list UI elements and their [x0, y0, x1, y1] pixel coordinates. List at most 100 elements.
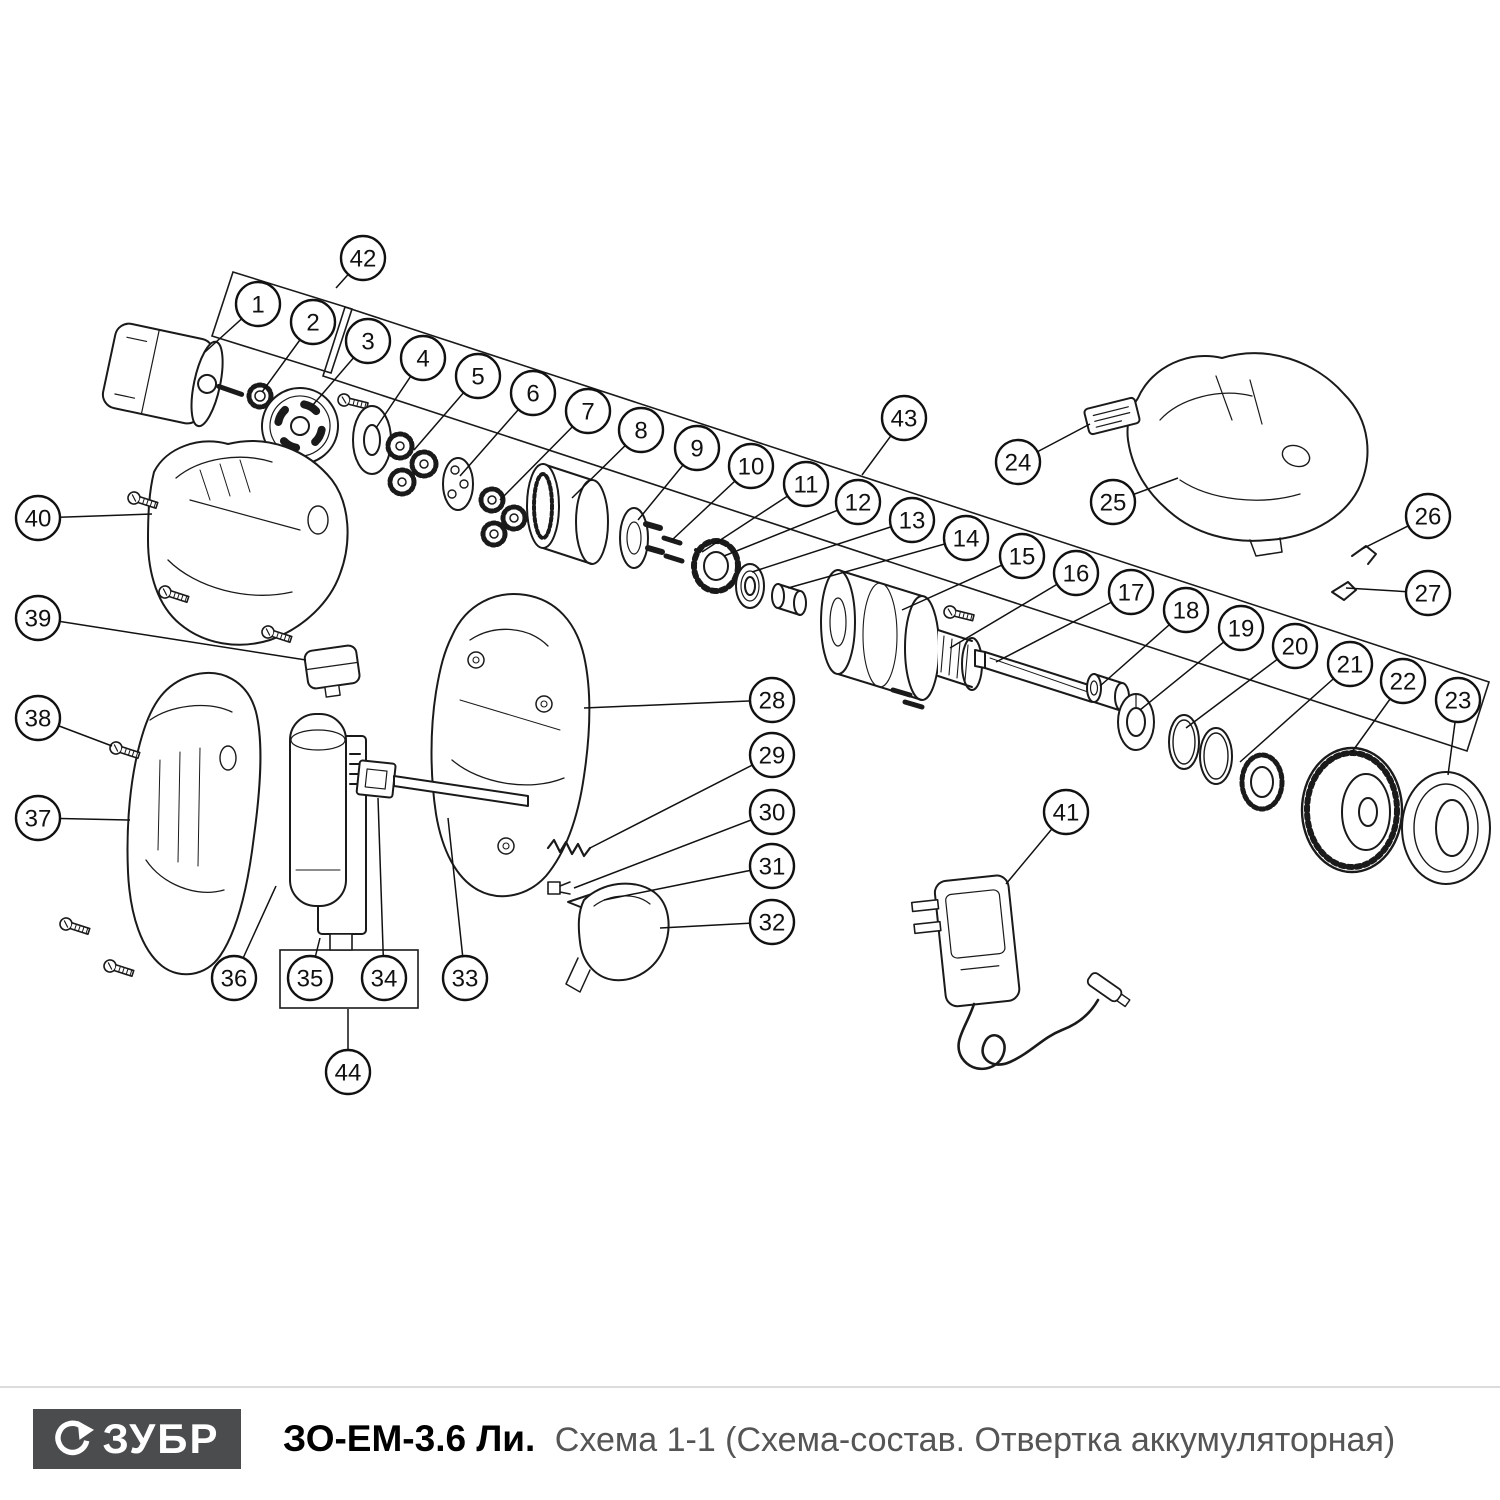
callout-3: 3 [344, 317, 392, 365]
footer: ЗУБР ЗО-ЕМ-3.6 Ли. Схема 1-1 (Схема-сост… [33, 1408, 1470, 1470]
svg-text:43: 43 [891, 406, 918, 433]
clutch-knob-part [1300, 746, 1404, 874]
callout-27: 27 [1404, 569, 1452, 617]
svg-text:23: 23 [1445, 688, 1472, 715]
bearing-part [735, 563, 765, 609]
callout-32: 32 [748, 898, 796, 946]
motor-group-box [210, 271, 354, 374]
gear-train-group-box [321, 305, 1491, 753]
callout-37: 37 [14, 794, 62, 842]
callout-11: 11 [782, 460, 830, 508]
brand-name: ЗУБР [102, 1415, 220, 1462]
callout-15: 15 [998, 532, 1046, 580]
svg-text:44: 44 [335, 1060, 362, 1087]
ring-gear-part [526, 463, 609, 565]
callout-40: 40 [14, 494, 62, 542]
callout-36: 36 [210, 954, 258, 1002]
callout-42: 42 [339, 234, 387, 282]
callout-20: 20 [1271, 622, 1319, 670]
callout-30: 30 [748, 788, 796, 836]
spindle-shaft-part [974, 649, 1093, 703]
callout-leader-29 [589, 754, 773, 849]
callout-17: 17 [1107, 568, 1155, 616]
callout-leader-16 [949, 572, 1077, 649]
schema-subtitle: Схема 1-1 (Схема-состав. Отвертка аккуму… [554, 1421, 1396, 1459]
top-housing-shell-part [1126, 352, 1369, 557]
clip-part [1351, 545, 1377, 565]
planet-gears2-part [478, 486, 528, 548]
switch-button-part [303, 644, 361, 698]
svg-text:25: 25 [1100, 490, 1127, 517]
svg-text:38: 38 [25, 706, 52, 733]
callout-leader-13 [751, 519, 913, 573]
callout-38: 38 [14, 694, 62, 742]
callout-19: 19 [1217, 604, 1265, 652]
callout-leader-33 [447, 817, 466, 979]
callout-leader-17 [995, 591, 1132, 663]
spacer-sleeve-part [771, 583, 807, 616]
svg-text:13: 13 [899, 508, 926, 535]
callout-5: 5 [454, 352, 502, 400]
washer-part [352, 405, 392, 475]
svg-text:6: 6 [526, 381, 539, 408]
callout-35: 35 [286, 954, 334, 1002]
callout-10: 10 [727, 442, 775, 490]
svg-text:19: 19 [1228, 616, 1255, 643]
callout-18: 18 [1162, 586, 1210, 634]
callout-13: 13 [888, 496, 936, 544]
svg-text:32: 32 [759, 910, 786, 937]
svg-text:37: 37 [25, 806, 52, 833]
parts-layer [57, 322, 1491, 1071]
grip-housing-part [126, 672, 262, 976]
svg-text:21: 21 [1337, 652, 1364, 679]
motor-part [101, 322, 245, 428]
carrier-plate-part [442, 457, 474, 511]
callout-23: 23 [1434, 676, 1482, 724]
callout-12: 12 [834, 478, 882, 526]
callout-41: 41 [1042, 788, 1090, 836]
svg-text:2: 2 [306, 310, 319, 337]
callout-8: 8 [617, 406, 665, 454]
svg-text:35: 35 [297, 966, 324, 993]
svg-text:1: 1 [251, 292, 264, 319]
callout-22: 22 [1379, 657, 1427, 705]
callout-14: 14 [942, 514, 990, 562]
svg-text:14: 14 [953, 526, 980, 553]
planet-gears-part [385, 431, 439, 497]
svg-text:8: 8 [634, 418, 647, 445]
spring-part [546, 838, 592, 858]
cam-washer-part [1117, 693, 1155, 751]
svg-text:7: 7 [581, 399, 594, 426]
callout-leader-21 [1239, 663, 1351, 763]
svg-text:17: 17 [1118, 580, 1145, 607]
screw-icon [107, 739, 142, 763]
lock-ring-part [691, 538, 741, 594]
callout-39: 39 [14, 594, 62, 642]
callout-25: 25 [1089, 478, 1137, 526]
svg-text:4: 4 [416, 346, 429, 373]
callout-leader-28 [583, 699, 773, 709]
svg-text:5: 5 [471, 364, 484, 391]
pinion-gear-part [246, 382, 274, 410]
callout-26: 26 [1404, 492, 1452, 540]
callout-9: 9 [673, 424, 721, 472]
callout-4: 4 [399, 334, 447, 382]
svg-text:16: 16 [1063, 561, 1090, 588]
callout-43: 43 [880, 394, 928, 442]
svg-text:10: 10 [738, 454, 765, 481]
output-carrier-part [619, 507, 665, 569]
gearbox-housing-part [820, 569, 983, 710]
svg-text:20: 20 [1282, 634, 1309, 661]
svg-text:42: 42 [350, 246, 377, 273]
switch-block-part [355, 759, 397, 799]
brand-arrow-icon [55, 1420, 95, 1456]
callouts-layer: 1234567891011121314151617181920212223242… [14, 234, 1482, 1096]
svg-text:33: 33 [452, 966, 479, 993]
callout-21: 21 [1326, 640, 1374, 688]
push-rod-part [393, 775, 529, 807]
svg-text:36: 36 [221, 966, 248, 993]
chuck-sleeve-part [1401, 771, 1491, 885]
svg-text:11: 11 [794, 472, 819, 499]
